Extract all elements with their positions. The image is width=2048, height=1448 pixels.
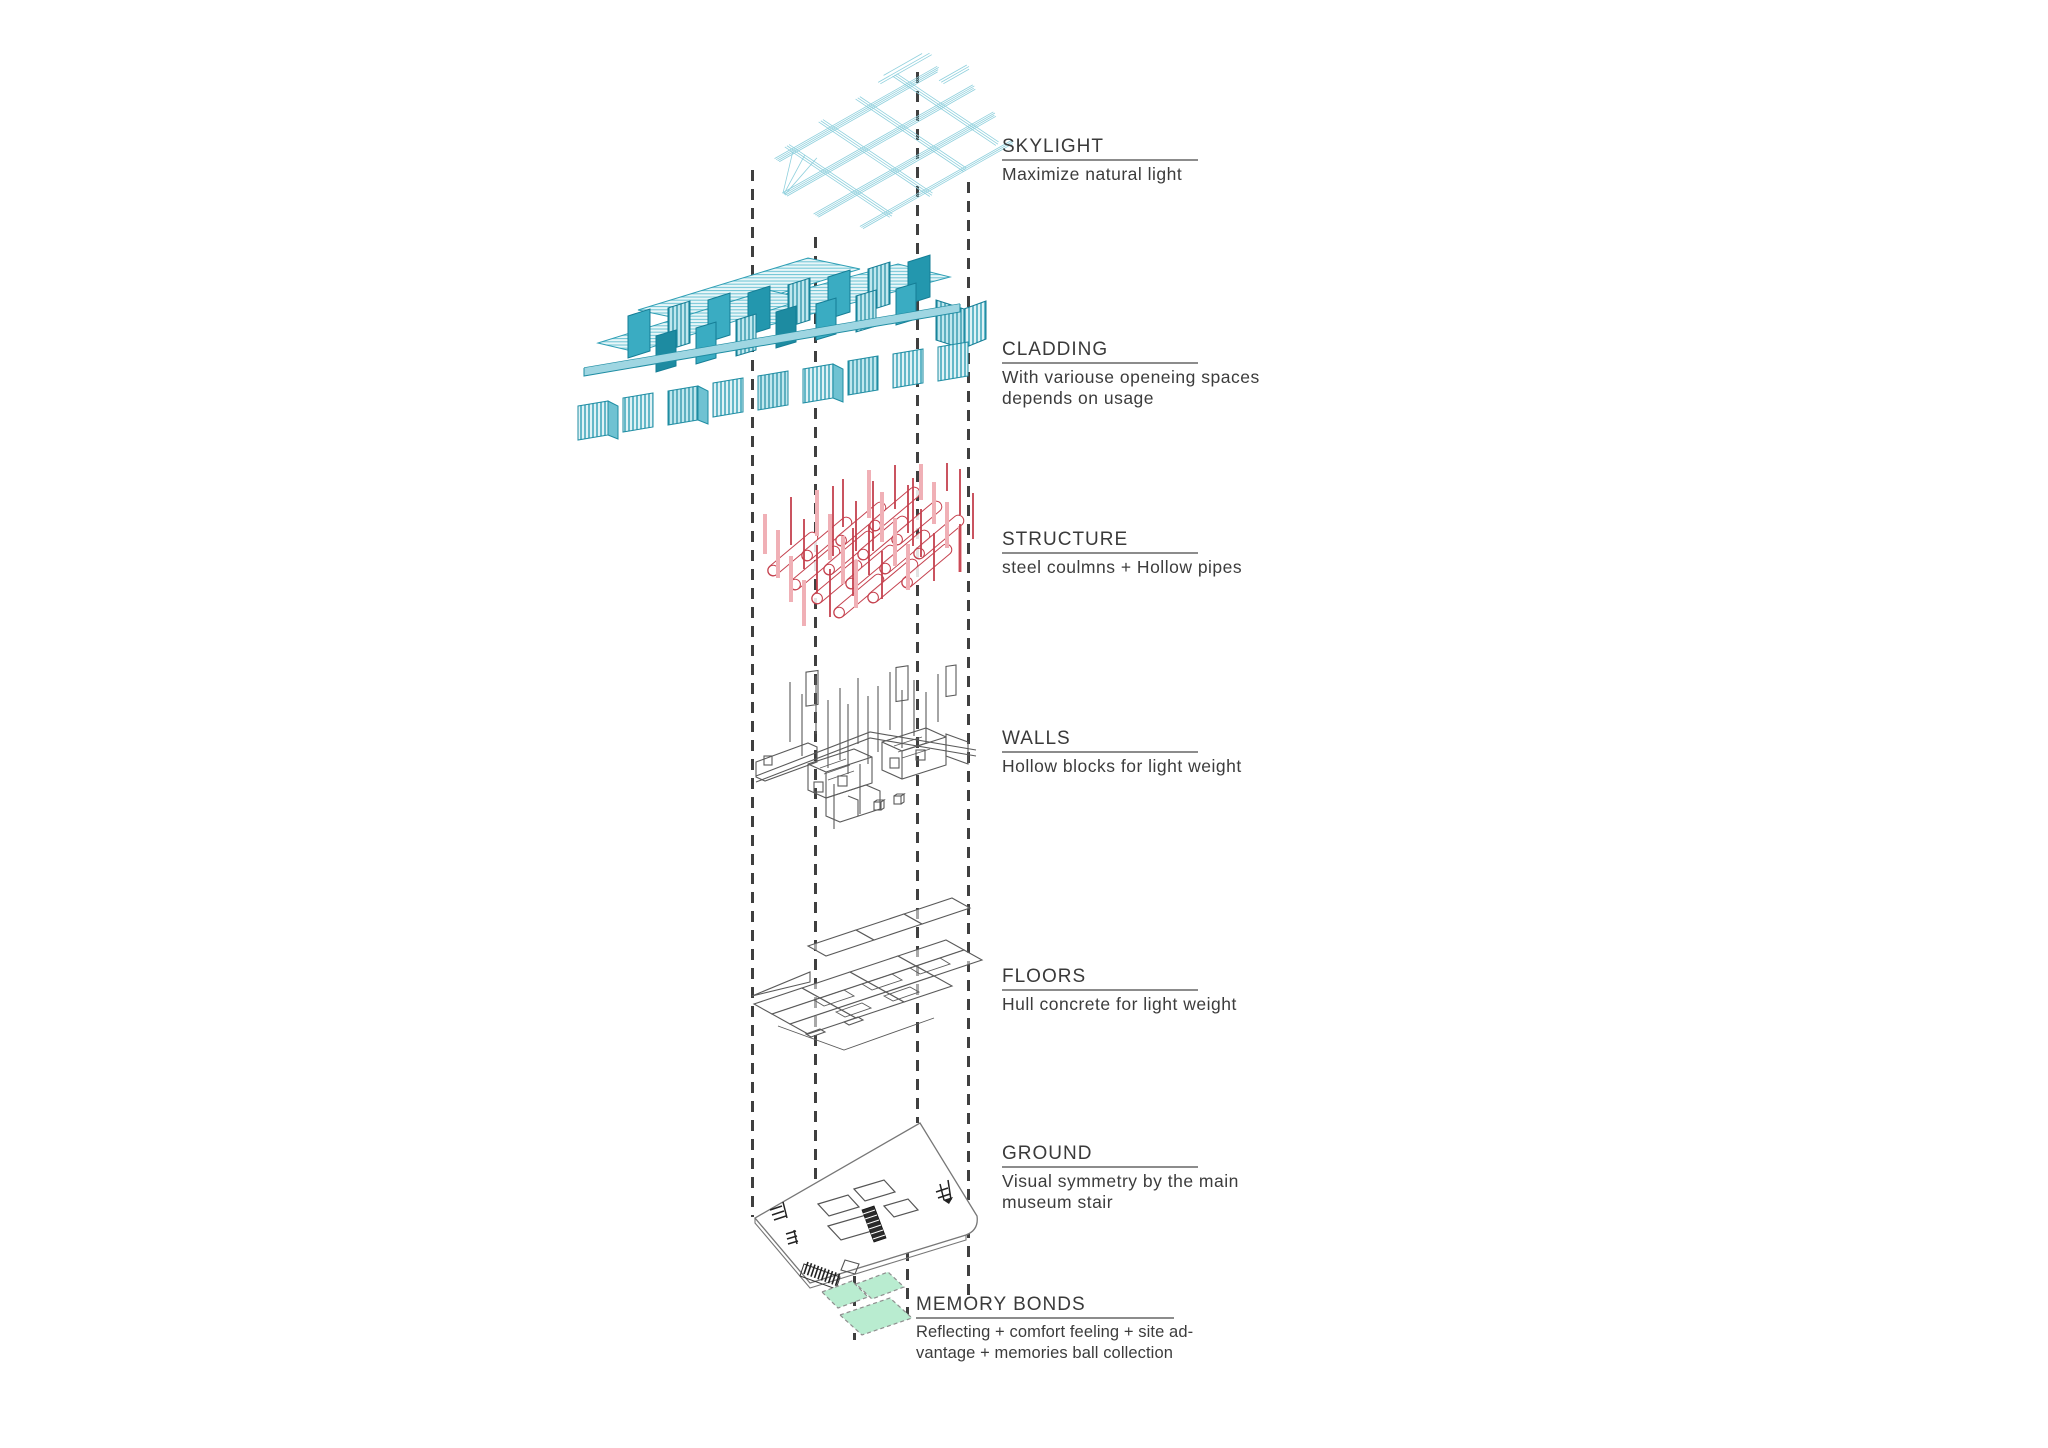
guide-line-3 [916, 72, 919, 1123]
walls-graphic [755, 664, 977, 829]
layer-description: Visual symmetry by the main museum stair [1002, 1171, 1239, 1212]
layer-description: With variouse openeing spaces depends on… [1002, 367, 1260, 408]
memory-bonds-graphic [820, 1271, 914, 1336]
floors-graphic [751, 897, 984, 1051]
guide-line-5 [853, 1276, 856, 1340]
layer-description: Hull concrete for light weight [1002, 994, 1237, 1014]
layer-title: CLADDING [1002, 339, 1109, 360]
drawing-cladding [568, 248, 993, 448]
guide-line-1 [751, 170, 754, 1217]
layer-description: Hollow blocks for light weight [1002, 756, 1242, 776]
drawing-structure [753, 456, 988, 641]
guide-line-6 [906, 1250, 909, 1320]
guide-line-2 [814, 237, 817, 1262]
layer-label-walls: WALLS Hollow blocks for light weight [1002, 729, 1242, 777]
layer-title: STRUCTURE [1002, 529, 1129, 550]
layer-label-cladding: CLADDING With variouse openeing spaces d… [1002, 340, 1260, 409]
drawing-skylight [585, 62, 985, 242]
layer-label-floors: FLOORS Hull concrete for light weight [1002, 967, 1237, 1015]
layer-title: MEMORY BONDS [916, 1294, 1086, 1315]
label-rule [1002, 1166, 1198, 1168]
layer-description: Maximize natural light [1002, 164, 1183, 184]
drawing-memory-bonds [812, 1262, 922, 1347]
layer-title: FLOORS [1002, 966, 1087, 987]
label-rule [1002, 751, 1198, 753]
layer-title: WALLS [1002, 728, 1071, 749]
layer-label-structure: STRUCTURE steel coulmns + Hollow pipes [1002, 530, 1242, 578]
layer-label-memory-bonds: MEMORY BONDS Reflecting + comfort feelin… [916, 1295, 1193, 1364]
skylight-grid-graphic [585, 62, 985, 242]
label-rule [1002, 989, 1198, 991]
structure-graphic [763, 463, 974, 626]
layer-title: SKYLIGHT [1002, 136, 1104, 157]
drawing-ground [750, 1118, 985, 1293]
layer-title: GROUND [1002, 1143, 1093, 1164]
label-rule [916, 1317, 1174, 1319]
cladding-graphic [577, 254, 987, 441]
layer-description: steel coulmns + Hollow pipes [1002, 557, 1243, 577]
layer-label-ground: GROUND Visual symmetry by the main museu… [1002, 1144, 1239, 1213]
label-rule [1002, 552, 1198, 554]
drawing-floors [748, 886, 984, 1068]
layer-label-skylight: SKYLIGHT Maximize natural light [1002, 137, 1198, 185]
layer-description: Reflecting + comfort feeling + site ad- … [916, 1323, 1194, 1362]
ground-graphic [754, 1122, 978, 1290]
label-rule [1002, 159, 1198, 161]
label-rule [1002, 362, 1198, 364]
drawing-walls [750, 664, 982, 842]
